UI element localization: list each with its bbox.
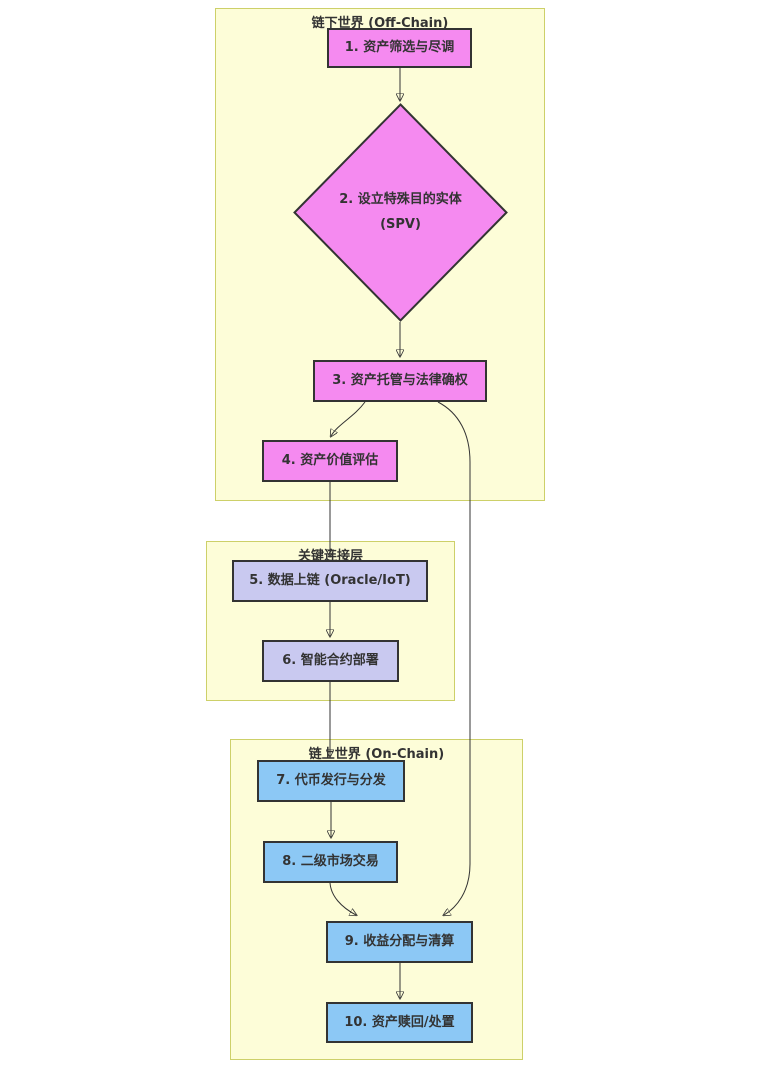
node-secondary-market: 8. 二级市场交易 xyxy=(263,841,398,883)
node-token-issuance-label: 7. 代币发行与分发 xyxy=(276,773,386,789)
node-profit-distribution: 9. 收益分配与清算 xyxy=(326,921,473,963)
node-smart-contract-deploy: 6. 智能合约部署 xyxy=(262,640,399,682)
node-asset-screening: 1. 资产筛选与尽调 xyxy=(327,28,472,68)
node-secondary-market-label: 8. 二级市场交易 xyxy=(282,854,379,870)
node-smart-contract-deploy-label: 6. 智能合约部署 xyxy=(282,653,379,669)
node-custody-legal: 3. 资产托管与法律确权 xyxy=(313,360,487,402)
node-data-onchain-oracle: 5. 数据上链 (Oracle/IoT) xyxy=(232,560,428,602)
node-redemption-disposal-label: 10. 资产赎回/处置 xyxy=(344,1014,455,1030)
node-asset-screening-label: 1. 资产筛选与尽调 xyxy=(344,40,455,56)
node-spv-decision: 2. 设立特殊目的实体 (SPV) xyxy=(293,103,508,322)
diamond-shape xyxy=(293,103,508,322)
node-spv-decision-label: 2. 设立特殊目的实体 (SPV) xyxy=(339,192,462,232)
node-valuation: 4. 资产价值评估 xyxy=(262,440,398,482)
node-profit-distribution-label: 9. 收益分配与清算 xyxy=(344,934,455,950)
node-redemption-disposal: 10. 资产赎回/处置 xyxy=(326,1002,473,1043)
node-valuation-label: 4. 资产价值评估 xyxy=(281,453,379,469)
node-token-issuance: 7. 代币发行与分发 xyxy=(257,760,405,802)
node-custody-legal-label: 3. 资产托管与法律确权 xyxy=(332,373,468,389)
subgraph-offchain-title: 链下世界 (Off-Chain) xyxy=(311,16,449,31)
subgraph-onchain-title: 链上世界 (On-Chain) xyxy=(308,747,445,762)
node-data-onchain-oracle-label: 5. 数据上链 (Oracle/IoT) xyxy=(249,573,411,589)
